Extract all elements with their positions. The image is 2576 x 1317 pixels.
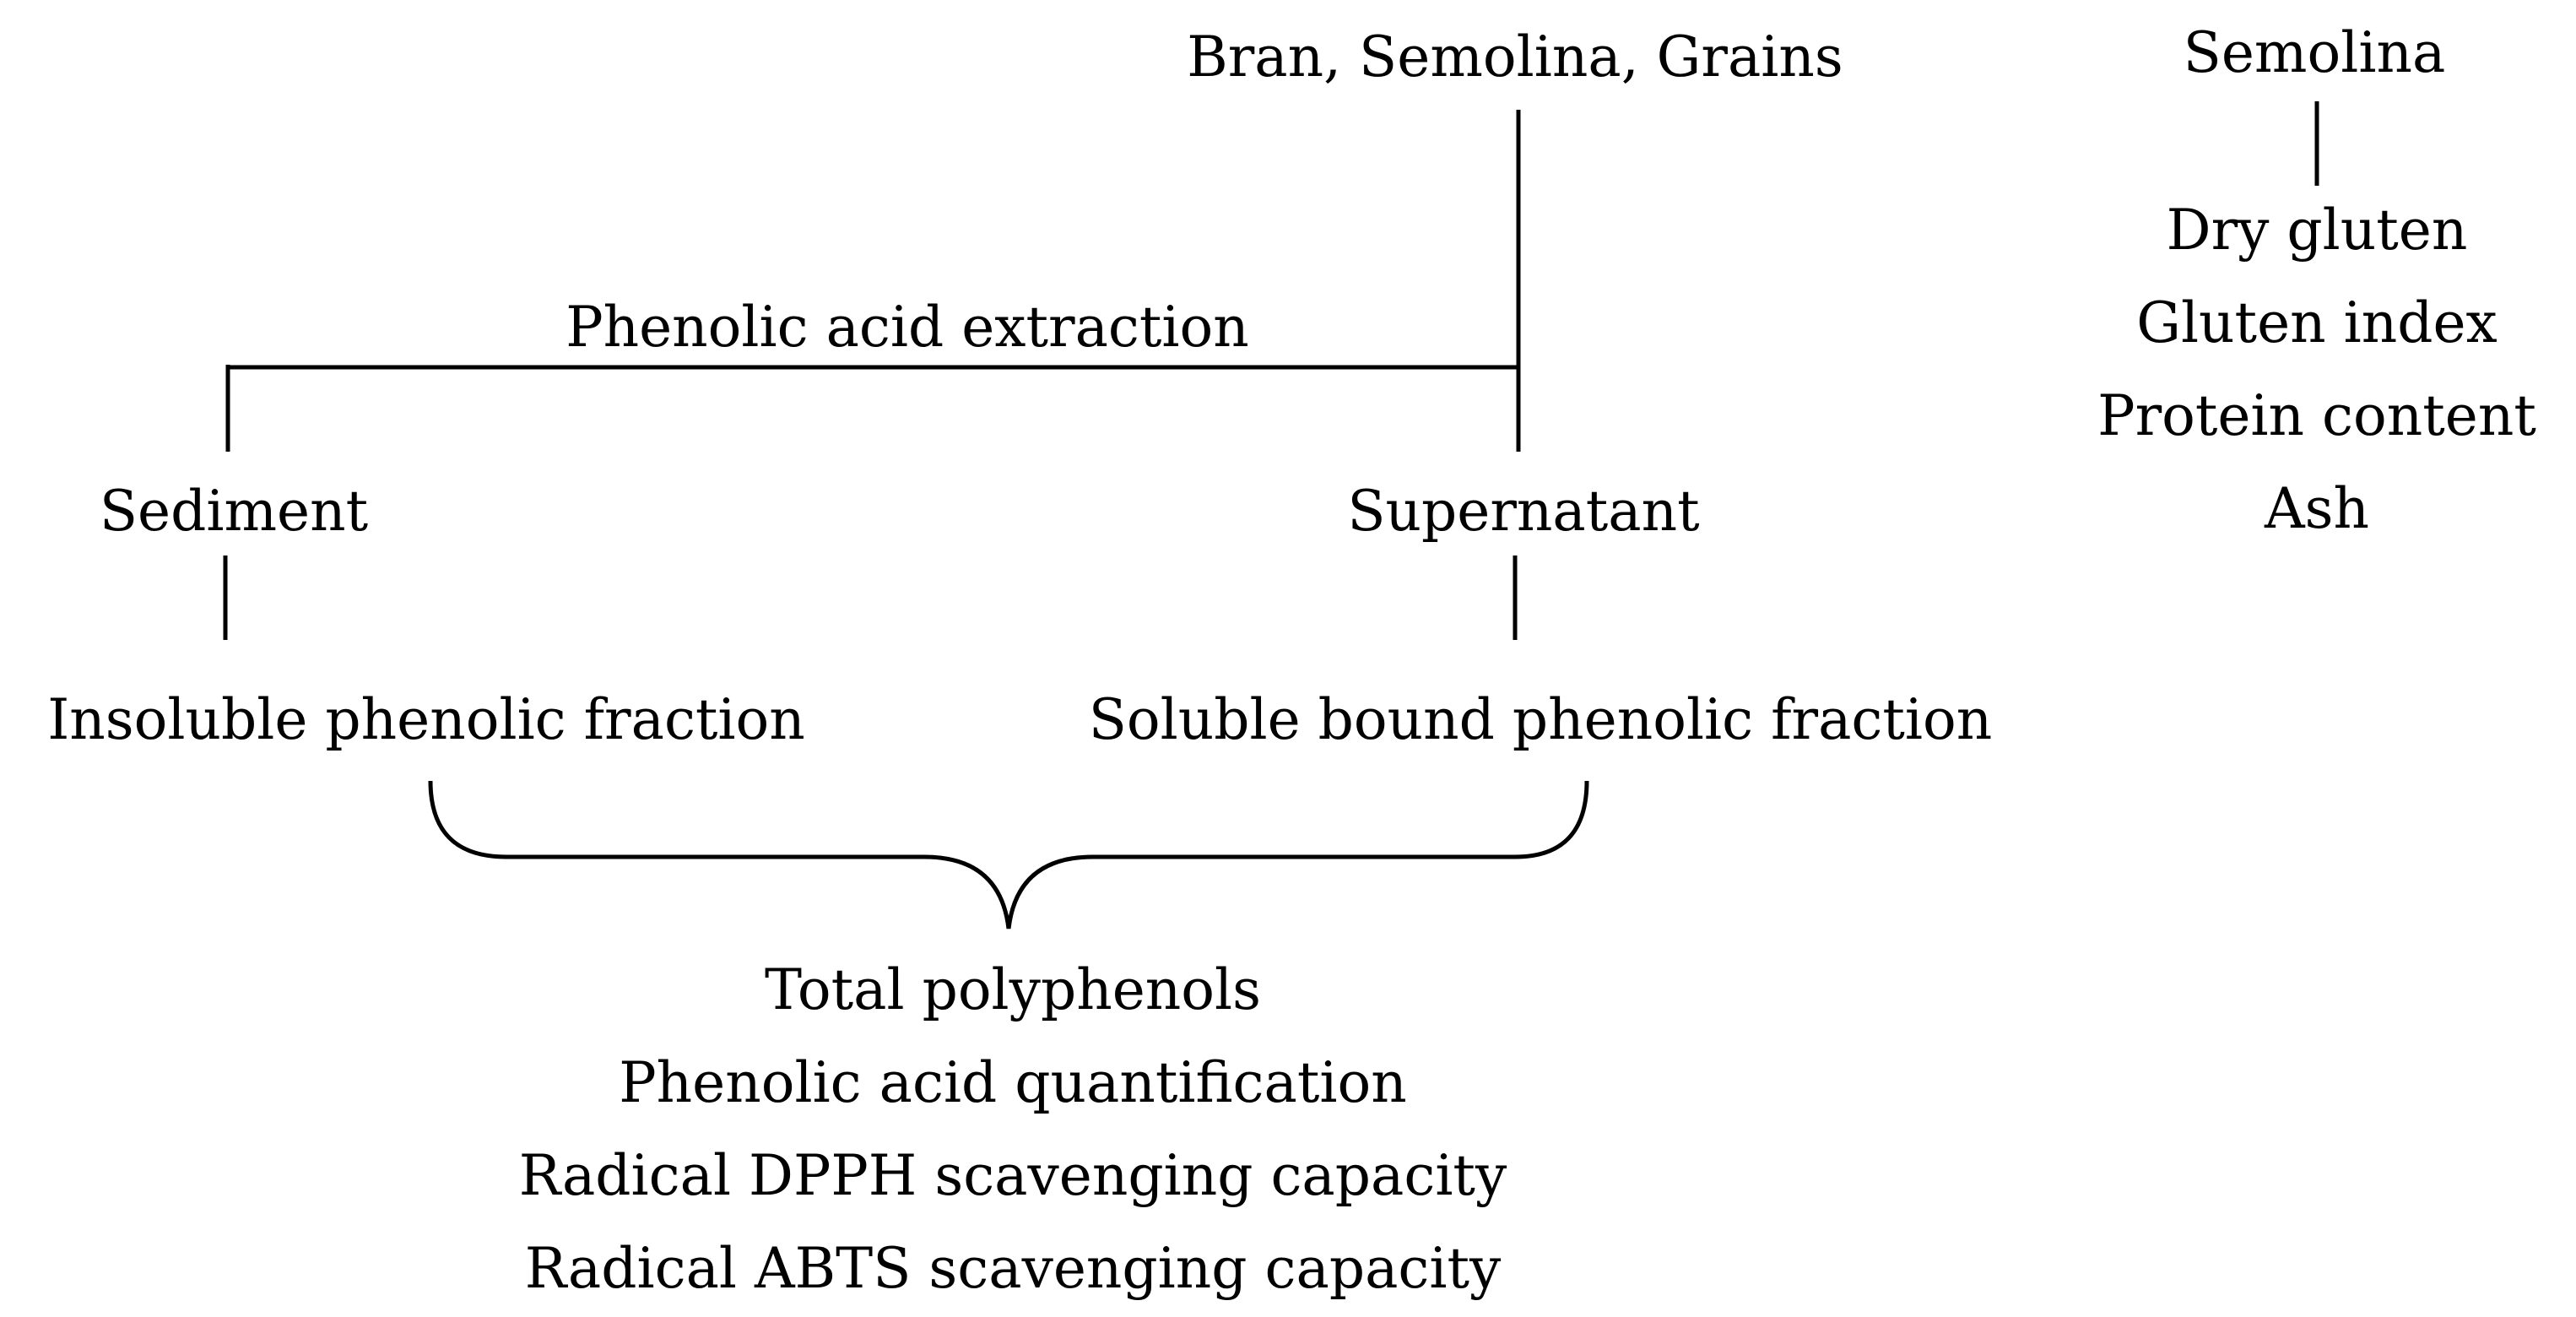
semolina-item: Protein content	[2097, 383, 2536, 448]
insoluble-fraction-label: Insoluble phenolic fraction	[47, 687, 805, 752]
soluble-fraction-label: Soluble bound phenolic fraction	[1089, 687, 1993, 752]
analysis-item: Total polyphenols	[765, 957, 1261, 1022]
process-label: Phenolic acid extraction	[566, 295, 1249, 360]
analysis-item: Phenolic acid quantification	[619, 1050, 1406, 1115]
analysis-item: Radical ABTS scavenging capacity	[525, 1236, 1502, 1301]
supernatant-label: Supernatant	[1347, 479, 1699, 544]
source-label: Bran, Semolina, Grains	[1187, 24, 1843, 89]
semolina-item: Ash	[2264, 476, 2369, 541]
merge-brace	[428, 780, 1589, 929]
analysis-item: Radical DPPH scavenging capacity	[519, 1143, 1507, 1208]
semolina-item: Dry gluten	[2167, 198, 2468, 263]
sediment-label: Sediment	[100, 479, 368, 544]
semolina-item: Gluten index	[2136, 290, 2498, 355]
semolina-title: Semolina	[2184, 20, 2446, 85]
